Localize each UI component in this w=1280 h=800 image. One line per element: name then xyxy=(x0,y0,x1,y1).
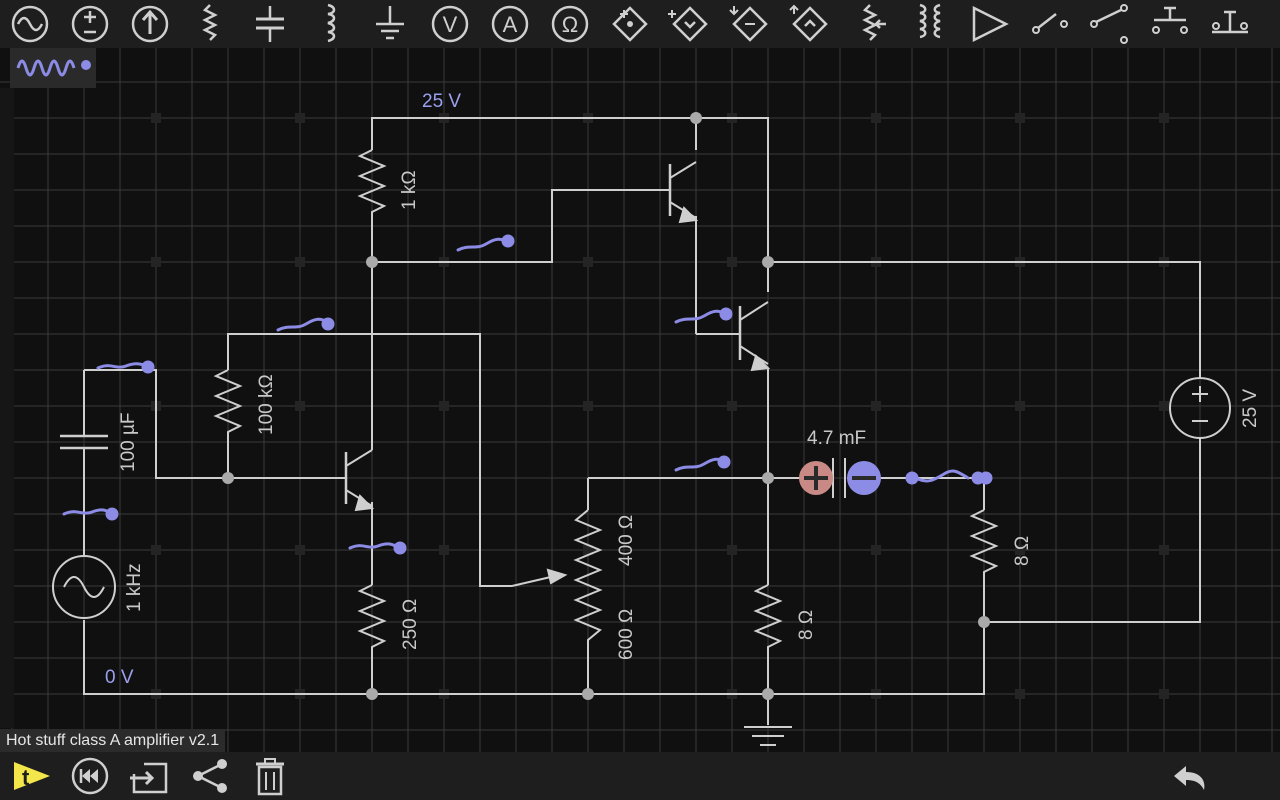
capacitor-icon[interactable] xyxy=(240,0,300,48)
p-channel-icon[interactable] xyxy=(780,0,840,48)
grid xyxy=(0,48,1280,752)
r-load-right-label: 8 Ω xyxy=(1012,536,1033,566)
grid-marker xyxy=(439,401,449,411)
ground-icon[interactable] xyxy=(360,0,420,48)
resistor-8-right xyxy=(969,509,999,590)
grid-marker xyxy=(151,257,161,267)
voltmeter-icon[interactable]: V xyxy=(420,0,480,48)
ohmmeter-icon[interactable]: Ω xyxy=(540,0,600,48)
supply-top-label: 25 V xyxy=(422,91,461,112)
undo-icon xyxy=(1174,766,1205,790)
grid-marker xyxy=(871,113,881,123)
grid-marker xyxy=(583,545,593,555)
components xyxy=(52,149,1231,746)
ac-source-icon[interactable] xyxy=(0,0,60,48)
delete-button[interactable] xyxy=(240,752,300,800)
component-toolbar: V A Ω xyxy=(0,0,1280,48)
resistor-100k xyxy=(213,369,243,440)
grid-marker xyxy=(439,545,449,555)
grid-marker xyxy=(1159,545,1169,555)
c-input-label: 100 µF xyxy=(118,412,139,472)
dc-source-icon[interactable] xyxy=(60,0,120,48)
rewind-icon xyxy=(71,757,109,795)
grid-marker xyxy=(727,257,737,267)
grid-marker xyxy=(1015,113,1025,123)
npn-transistor-icon[interactable] xyxy=(600,0,660,48)
grid-marker xyxy=(295,257,305,267)
circuit-title: Hot stuff class A amplifier v2.1 xyxy=(0,729,226,752)
pot-top-label: 400 Ω xyxy=(616,515,637,566)
grid-marker xyxy=(1015,689,1025,699)
canvas-left-edge xyxy=(0,88,14,728)
r-bias-label: 100 kΩ xyxy=(256,374,277,435)
potentiometer-pot xyxy=(573,509,603,660)
grid-marker xyxy=(1015,545,1025,555)
grid-marker xyxy=(151,545,161,555)
grid-marker xyxy=(1159,113,1169,123)
push-button-icon[interactable] xyxy=(1140,0,1200,48)
import-button[interactable] xyxy=(120,752,180,800)
voltmeter-glyph: V xyxy=(443,12,458,37)
grid-marker xyxy=(871,545,881,555)
grid-marker xyxy=(727,545,737,555)
pnp-transistor-icon[interactable] xyxy=(660,0,720,48)
circuit-canvas[interactable]: 25 V 0 V 1 kΩ 100 kΩ 100 µF 1 kHz 250 Ω … xyxy=(0,48,1280,752)
inductor-icon[interactable] xyxy=(300,0,360,48)
grid-marker xyxy=(871,401,881,411)
r-emitter-label: 250 Ω xyxy=(400,599,421,650)
resistor-8-left xyxy=(753,584,783,660)
resistor-1k xyxy=(357,149,387,228)
supply-right-label: 25 V xyxy=(1240,389,1261,428)
grid-marker xyxy=(583,257,593,267)
transformer-icon[interactable] xyxy=(900,0,960,48)
grid-marker xyxy=(583,401,593,411)
grid-marker xyxy=(151,113,161,123)
reset-button[interactable] xyxy=(60,752,120,800)
probe-tips xyxy=(105,234,993,555)
n-channel-icon[interactable] xyxy=(720,0,780,48)
ammeter-icon[interactable]: A xyxy=(480,0,540,48)
share-icon xyxy=(193,759,227,793)
push-button-nc-icon[interactable] xyxy=(1200,0,1260,48)
junctions xyxy=(222,112,990,700)
grid-marker xyxy=(1015,401,1025,411)
grid-marker xyxy=(295,113,305,123)
t-glyph: t xyxy=(22,765,30,790)
grid-marker xyxy=(295,401,305,411)
import-icon xyxy=(130,762,168,794)
scope-toggle-button[interactable] xyxy=(10,48,96,88)
current-source-icon[interactable] xyxy=(120,0,180,48)
play-button[interactable]: t xyxy=(0,752,60,800)
resistor-icon[interactable] xyxy=(180,0,240,48)
r-collector-label: 1 kΩ xyxy=(399,170,420,210)
ohmmeter-glyph: Ω xyxy=(562,12,578,37)
source-freq-label: 1 kHz xyxy=(124,563,145,612)
ammeter-glyph: A xyxy=(503,12,518,37)
r-load-left-label: 8 Ω xyxy=(796,610,817,640)
pot-bottom-label: 600 Ω xyxy=(616,609,637,660)
waveform-icon xyxy=(16,59,91,77)
resistor-250 xyxy=(357,584,387,660)
share-button[interactable] xyxy=(180,752,240,800)
wires xyxy=(83,117,1201,725)
op-amp-icon[interactable] xyxy=(960,0,1020,48)
grid-marker xyxy=(727,401,737,411)
spdt-switch-icon[interactable] xyxy=(1080,0,1140,48)
undo-button[interactable] xyxy=(1160,752,1220,800)
ground-rail-label: 0 V xyxy=(105,667,134,688)
trash-icon xyxy=(256,758,284,796)
potentiometer-icon[interactable] xyxy=(840,0,900,48)
bottom-toolbar: t xyxy=(0,752,1280,800)
c-output-label: 4.7 mF xyxy=(807,428,866,449)
grid-marker xyxy=(295,545,305,555)
grid-marker xyxy=(1159,401,1169,411)
grid-marker xyxy=(1159,689,1169,699)
switch-icon[interactable] xyxy=(1020,0,1080,48)
